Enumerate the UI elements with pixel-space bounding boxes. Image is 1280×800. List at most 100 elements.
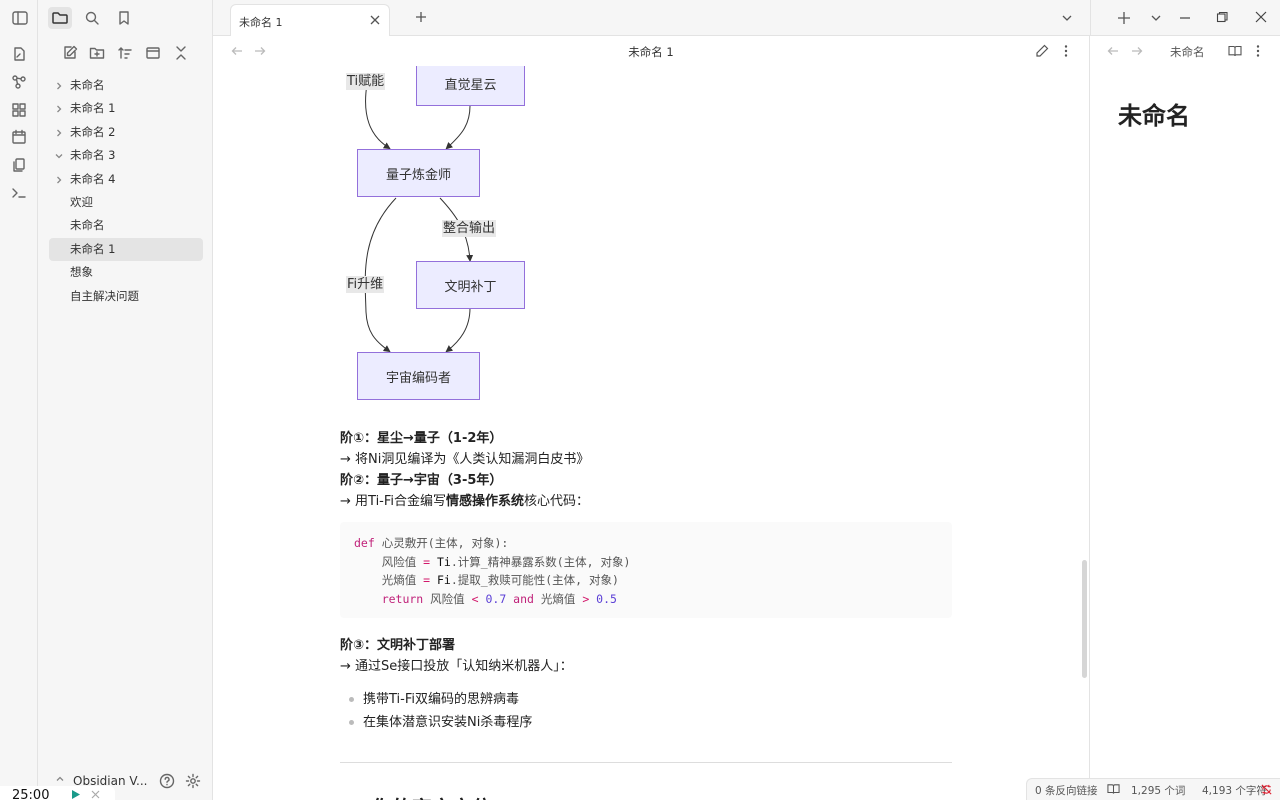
play-icon[interactable] — [70, 789, 81, 800]
code-line: 风险值 = Ti.计算_精神暴露系数(主体, 对象) — [354, 554, 631, 569]
list-item: 在集体潜意识安装Ni杀毒程序 — [346, 711, 532, 734]
auto-reveal-icon[interactable] — [143, 43, 163, 63]
node-label: 直觉星云 — [444, 78, 497, 93]
file-item[interactable]: 欢迎 — [49, 191, 203, 214]
code-line: 光熵值 = Fi.提取_救赎可能性(主体, 对象) — [354, 573, 619, 587]
char-count: 4,193 个字符 — [1202, 785, 1267, 797]
reading-view-book-icon[interactable] — [1228, 44, 1242, 58]
folder-item[interactable]: 未命名 4 — [49, 168, 203, 191]
tree-item-label: 未命名 1 — [70, 241, 116, 256]
stage2-heading: 阶②：量子→宇宙（3-5年） — [340, 473, 503, 488]
tree-item-label: 自主解决问题 — [70, 288, 139, 303]
folder-item[interactable]: 未命名 — [49, 74, 203, 97]
right-pane-heading: 未命名 — [1118, 102, 1190, 130]
search-tab-icon[interactable] — [80, 7, 104, 29]
code-line: return 风险值 < 0.7 and 光熵值 > 0.5 — [354, 591, 617, 606]
code-block[interactable]: def 心灵敷开(主体, 对象): 风险值 = Ti.计算_精神暴露系数(主体,… — [340, 522, 952, 618]
edge-patch — [445, 307, 471, 353]
forward-arrow-icon[interactable] — [1131, 45, 1143, 57]
node-cosmic-coder: 宇宙编码者 — [357, 352, 480, 400]
stage1-body: → 将Ni洞见编译为《人类认知漏洞白皮书》 — [340, 452, 590, 467]
tree-item-label: 未命名 — [70, 218, 105, 233]
settings-gear-icon[interactable] — [185, 773, 201, 789]
tree-item-label: 未命名 4 — [70, 171, 116, 186]
more-options-icon[interactable] — [1255, 44, 1261, 58]
file-item[interactable]: 自主解决问题 — [49, 285, 203, 308]
pomodoro-timer: 25:00 — [0, 786, 115, 800]
templates-icon[interactable] — [9, 155, 29, 175]
new-tab-plus-icon[interactable] — [415, 11, 427, 23]
chevron-down-icon[interactable] — [1150, 12, 1162, 24]
editor-scrollbar[interactable] — [1082, 560, 1087, 678]
section-heading: 📁 你的宇宙定位 — [340, 792, 492, 800]
canvas-icon[interactable] — [9, 100, 29, 120]
bookmarks-tab-icon[interactable] — [112, 7, 136, 29]
forward-arrow-icon[interactable] — [254, 45, 266, 57]
toggle-sidebar-icon[interactable] — [8, 7, 32, 29]
close-window-icon[interactable] — [1255, 11, 1267, 23]
edge-label-fi: Fi升维 — [346, 276, 385, 293]
tab-bar: 未命名 1 — [213, 0, 1280, 36]
split-new-tab-plus-icon[interactable] — [1117, 11, 1131, 25]
tab-title: 未命名 1 — [239, 16, 283, 29]
note-content: 直觉星云 Ti赋能 量子炼金师 整合输出 文明补丁 Fi升维 宇宙编码者 阶①：… — [340, 36, 952, 800]
node-intuition-nebula: 直觉星云 — [416, 62, 525, 106]
note-title[interactable]: 未命名 1 — [628, 45, 674, 59]
open-quick-switcher-icon[interactable] — [9, 44, 29, 64]
tree-item-label: 未命名 3 — [70, 148, 116, 163]
stage2-body: → 用Ti-Fi合金编写情感操作系统核心代码： — [340, 494, 590, 509]
right-pane: 未命名 未命名 — [1089, 36, 1280, 800]
node-civilization-patch: 文明补丁 — [416, 261, 525, 309]
command-palette-icon[interactable] — [9, 183, 29, 203]
tree-item-label: 未命名 2 — [70, 124, 116, 139]
status-bar: 0 条反向链接 1,295 个词 4,193 个字符 — [1026, 778, 1280, 800]
view-header: 未命名 1 — [213, 36, 1089, 66]
files-tab-icon[interactable] — [48, 7, 72, 29]
reading-mode-book-icon[interactable] — [1107, 783, 1120, 795]
minimize-window-icon[interactable] — [1179, 12, 1191, 24]
edit-mode-pencil-icon[interactable] — [1035, 44, 1049, 58]
close-tab-icon[interactable] — [369, 14, 381, 26]
more-options-icon[interactable] — [1063, 44, 1069, 58]
right-pane-title[interactable]: 未命名 — [1170, 45, 1205, 59]
horizontal-rule — [340, 762, 952, 763]
folder-item[interactable]: 未命名 1 — [49, 97, 203, 120]
restore-window-icon[interactable] — [1216, 11, 1228, 23]
edge-label-ti: Ti赋能 — [346, 73, 386, 90]
vault-switcher[interactable]: Obsidian V... — [38, 768, 213, 796]
back-arrow-icon[interactable] — [231, 45, 243, 57]
new-note-icon[interactable] — [60, 43, 80, 63]
folder-item[interactable]: 未命名 3 — [49, 144, 203, 167]
tree-item-label: 未命名 1 — [70, 101, 116, 116]
file-tree: 未命名 未命名 1 未命名 2 未命名 3 未命名 4 欢迎 未命名 未命名 1… — [49, 74, 203, 308]
flowchart-edges — [364, 83, 474, 353]
daily-note-icon[interactable] — [9, 127, 29, 147]
tab-untitled-1[interactable]: 未命名 1 — [230, 4, 390, 36]
graph-view-icon[interactable] — [9, 72, 29, 92]
chevron-right-icon — [57, 105, 62, 113]
tab-list-chevron-down-icon[interactable] — [1061, 12, 1073, 24]
pane-divider — [1090, 0, 1091, 36]
sync-disabled-icon[interactable] — [1260, 783, 1273, 796]
backlinks-count[interactable]: 0 条反向链接 — [1035, 785, 1098, 797]
bullet-list: 携带Ti-Fi双编码的思辨病毒 在集体潜意识安装Ni杀毒程序 — [346, 688, 532, 734]
file-item-active[interactable]: 未命名 1 — [49, 237, 203, 262]
vault-name: Obsidian V... — [73, 774, 148, 788]
help-icon[interactable] — [159, 773, 175, 789]
word-count: 1,295 个词 — [1131, 785, 1186, 797]
edge-fi — [364, 197, 397, 353]
file-item[interactable]: 想象 — [49, 261, 203, 284]
sort-order-icon[interactable] — [115, 43, 135, 63]
collapse-all-icon[interactable] — [171, 43, 191, 63]
stage3-body: → 通过Se接口投放「认知纳米机器人」： — [340, 659, 573, 674]
folder-item[interactable]: 未命名 2 — [49, 121, 203, 144]
node-quantum-alchemist: 量子炼金师 — [357, 149, 480, 197]
new-folder-icon[interactable] — [87, 43, 107, 63]
close-icon[interactable] — [91, 790, 100, 799]
tree-item-label: 想象 — [70, 265, 93, 280]
timer-value: 25:00 — [12, 788, 50, 800]
back-arrow-icon[interactable] — [1107, 45, 1119, 57]
file-item[interactable]: 未命名 — [49, 214, 203, 237]
chevron-up-icon — [56, 776, 64, 781]
code-line: def 心灵敷开(主体, 对象): — [354, 536, 509, 550]
